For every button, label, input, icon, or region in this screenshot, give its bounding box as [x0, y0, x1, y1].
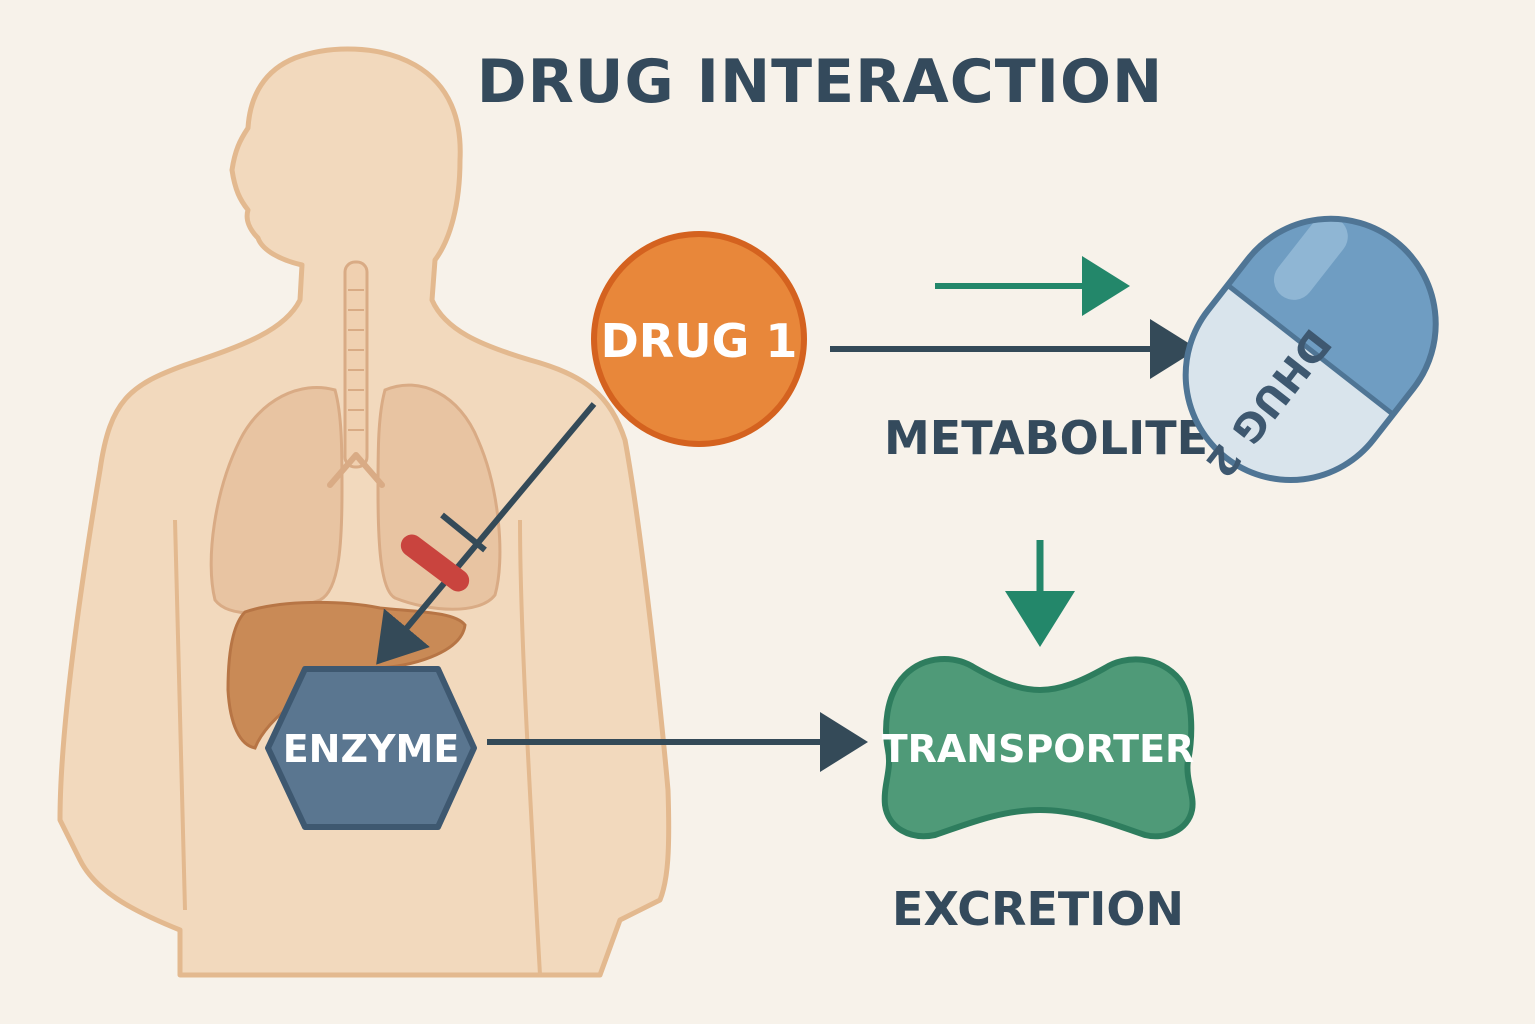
transporter-node: TRANSPORTER [881, 656, 1196, 840]
drug1-label: DRUG 1 [601, 314, 798, 368]
bronchi [327, 452, 385, 488]
human-body-illustration [57, 46, 672, 978]
transporter-shape [881, 656, 1196, 840]
page-title: DRUG INTERACTION [477, 47, 1163, 117]
enzyme-node: ENZYME [265, 666, 477, 830]
transporter-label: TRANSPORTER [882, 727, 1195, 771]
inhibition-tick [440, 512, 487, 553]
enzyme-label: ENZYME [283, 727, 460, 771]
trachea [343, 260, 369, 469]
capsule-highlight [1273, 216, 1348, 300]
inhibitor-bar [400, 534, 470, 592]
capsule-bottom-half [1143, 285, 1394, 523]
metabolite-label: METABOLITE [884, 411, 1208, 465]
body-silhouette [57, 46, 672, 978]
arm-contour-right [518, 519, 542, 976]
capsule-top-half [1227, 176, 1479, 415]
excretion-label: EXCRETION [892, 882, 1184, 936]
drug1-node: DRUG 1 [591, 231, 807, 447]
drug2-capsule: DHUG 2 [1143, 176, 1479, 523]
trachea-rings [348, 289, 364, 431]
enzyme-hexagon [265, 666, 477, 830]
capsule-seam [1226, 283, 1395, 417]
drug1-circle [591, 231, 807, 447]
arm-contour-left [173, 519, 187, 911]
arrow-drug1-to-enzyme [376, 402, 597, 665]
